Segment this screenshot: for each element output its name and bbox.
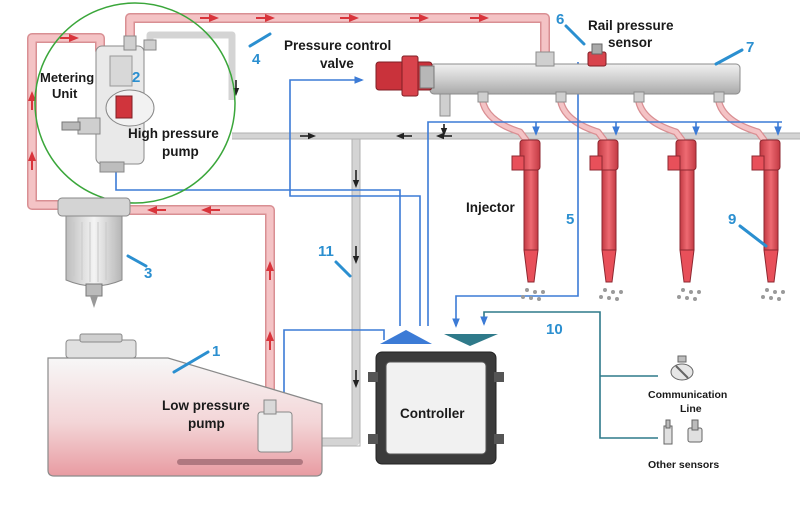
common-rail <box>429 51 741 117</box>
label-low-pressure-pump-1: Low pressure <box>162 398 250 413</box>
communication-line-icon <box>670 355 694 381</box>
rail-pressure-sensor <box>587 43 607 67</box>
injector-2 <box>589 139 619 283</box>
label-metering-unit-1: Metering <box>40 70 94 85</box>
pump-highlight-circle <box>34 2 236 204</box>
label-other-sensors: Other sensors <box>648 459 719 471</box>
label-rail-pressure-sensor-1: Rail pressure <box>588 18 674 33</box>
label-metering-unit-2: Unit <box>52 86 78 101</box>
callout-2: 2 <box>132 69 140 86</box>
sensor-lines <box>480 311 658 439</box>
other-sensors-icon <box>663 419 703 445</box>
controller <box>368 330 504 465</box>
injector-1 <box>511 139 541 283</box>
callout-5: 5 <box>566 211 574 228</box>
callout-11: 11 <box>318 243 334 260</box>
pressure-control-valve <box>375 55 435 97</box>
callout-9: 9 <box>728 211 736 228</box>
high-pressure-pump <box>61 35 157 173</box>
callout-10: 10 <box>546 321 563 338</box>
label-controller: Controller <box>400 406 465 421</box>
label-pressure-control-valve-2: valve <box>320 56 354 71</box>
fuel-tank <box>47 333 323 477</box>
supply-flow-arrows <box>28 14 489 350</box>
label-injector: Injector <box>466 200 516 215</box>
label-rail-pressure-sensor-2: sensor <box>608 35 653 50</box>
callout-leaders <box>126 24 768 374</box>
injector-3 <box>667 139 697 283</box>
label-high-pressure-pump-1: High pressure <box>128 126 219 141</box>
fuel-spray <box>521 288 785 301</box>
label-low-pressure-pump-2: pump <box>188 416 225 431</box>
label-communication-line-2: Line <box>680 403 702 415</box>
label-communication-line-1: Communication <box>648 389 727 401</box>
callout-3: 3 <box>144 265 152 282</box>
label-high-pressure-pump-2: pump <box>162 144 199 159</box>
callout-numbers: 1 2 3 4 5 6 7 9 10 11 <box>132 11 754 360</box>
label-pressure-control-valve-1: Pressure control <box>284 38 391 53</box>
callout-1: 1 <box>212 343 220 360</box>
fuel-filter <box>57 197 131 308</box>
callout-6: 6 <box>556 11 564 28</box>
injector-4 <box>751 139 781 283</box>
labels: Metering Unit High pressure pump Pressur… <box>40 18 727 471</box>
injectors <box>511 139 781 283</box>
return-flow-arrows <box>232 80 452 388</box>
supply-lines <box>27 13 768 405</box>
callout-4: 4 <box>252 51 261 68</box>
callout-7: 7 <box>746 39 754 56</box>
